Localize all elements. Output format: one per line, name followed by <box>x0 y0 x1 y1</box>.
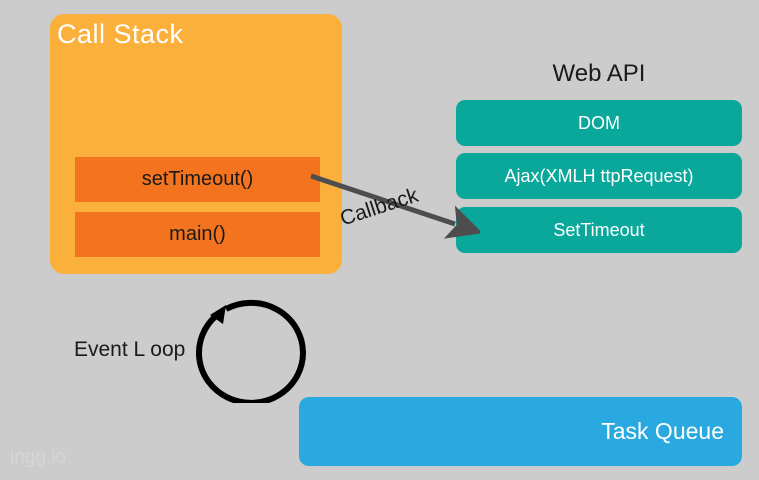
web-api-item-label: SetTimeout <box>553 219 645 240</box>
call-stack-frame-label: setTimeout() <box>141 168 254 190</box>
web-api-item-label: Ajax(XMLH ttpRequest) <box>504 165 694 186</box>
web-api-item-ajax: Ajax(XMLH ttpRequest) <box>456 153 742 199</box>
event-loop-label: Event L oop <box>74 338 186 361</box>
web-api-title: Web API <box>552 60 646 87</box>
call-stack-frame-settimeout: setTimeout() <box>75 157 320 202</box>
call-stack-frame-main: main() <box>75 212 320 257</box>
callback-arrow-label: Callback <box>337 183 422 231</box>
call-stack-frame-label: main() <box>169 223 226 245</box>
task-queue-bar: Task Queue <box>299 397 742 466</box>
call-stack-title: Call Stack <box>57 19 184 49</box>
web-api-item-settimeout: SetTimeout <box>456 207 742 253</box>
web-api-item-label: DOM <box>578 112 620 133</box>
task-queue-label: Task Queue <box>601 418 724 444</box>
watermark: ingg.io <box>10 447 66 468</box>
event-loop-circle-icon <box>196 299 306 403</box>
web-api-item-dom: DOM <box>456 100 742 146</box>
